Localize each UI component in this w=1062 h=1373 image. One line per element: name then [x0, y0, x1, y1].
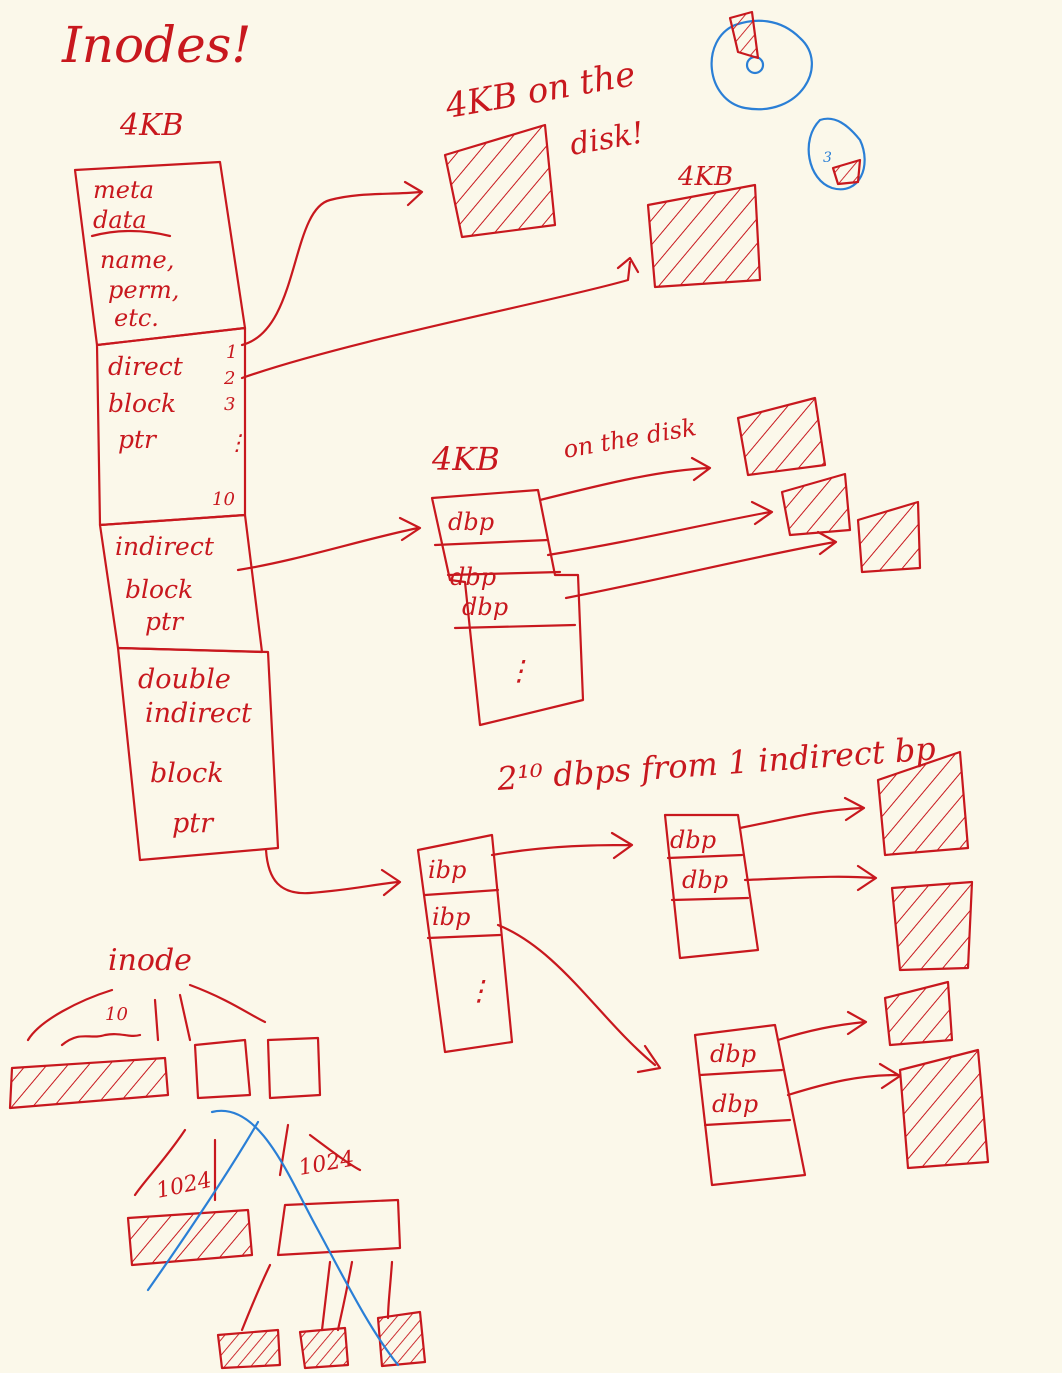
direct-index-10: 10 [212, 489, 235, 510]
leaf-block-3 [883, 980, 954, 1047]
indirect-slot-dots: ⋮ [505, 654, 533, 687]
arrow-dbp-3 [564, 530, 838, 600]
disk-platter-1-icon [710, 10, 813, 111]
indirect-block-note: on the disk [561, 413, 698, 464]
arrow-ibp-1 [490, 831, 634, 860]
indirect-label-2: block [125, 575, 193, 604]
sub2-slot-2: dbp [712, 1090, 758, 1118]
direct-index-dots: ⋮ [226, 431, 248, 456]
double-slot-dots: ⋮ [465, 974, 493, 1007]
double-indirect-block: ibp ibp ⋮ [416, 833, 514, 1054]
arrow-double-indirect [264, 848, 402, 897]
blue-cross-out-line [210, 1109, 400, 1367]
direct-index-3: 3 [224, 394, 235, 415]
tree-count-10-brace [60, 1033, 142, 1047]
sub-indirect-block-2: dbp dbp [693, 1023, 807, 1187]
page-title: Inodes! [61, 16, 251, 74]
inode-metadata-section: meta data name, perm, etc. [73, 160, 247, 347]
leaf-block-2 [890, 880, 974, 972]
direct-label-3: ptr [118, 425, 158, 454]
tree-leaf-block-1 [216, 1328, 282, 1370]
leaf-block-1 [876, 750, 970, 857]
metadata-line-perm: perm, [108, 276, 179, 304]
tree-count-10: 10 [105, 1004, 128, 1025]
data-block-2-label: 4KB [677, 162, 733, 192]
inode-double-indirect-section: double indirect block ptr [116, 646, 280, 862]
double-label-4: ptr [172, 808, 215, 839]
arrow-dbp-1 [538, 456, 712, 502]
arrow-ibp-2 [496, 923, 662, 1074]
metadata-underline [90, 229, 172, 238]
data-block-1 [443, 123, 557, 239]
indirect-block-size-label: 4KB [431, 440, 500, 478]
tree-indirect-node [193, 1038, 252, 1100]
disk-platter-2-icon: 3 [807, 117, 866, 191]
direct-index-2: 2 [223, 368, 235, 389]
direct-label-2: block [108, 389, 176, 418]
metadata-heading-1: meta [93, 176, 154, 204]
indirect-label-3: ptr [145, 607, 185, 636]
indirect-data-block-2 [780, 472, 852, 537]
sub-indirect-block-1: dbp dbp [663, 813, 760, 960]
indirect-data-block-1 [736, 396, 827, 477]
platter-2-label: 3 [823, 150, 832, 166]
tree-count-1024-b: 1024 [297, 1147, 356, 1181]
double-slot-2: ibp [432, 903, 470, 931]
sub1-slot-2: dbp [682, 866, 728, 894]
tree-leaf-block-3 [376, 1310, 427, 1368]
sub1-slot-1: dbp [670, 826, 716, 854]
indirect-data-block-3 [856, 500, 922, 574]
tree-indirect-blocks-strip [276, 1198, 402, 1257]
tree-leaf-branches [240, 1260, 394, 1332]
dbp-count-note: 2¹⁰ dbps from 1 indirect bp [495, 729, 937, 798]
inode-indirect-section: indirect block ptr [98, 513, 264, 654]
double-label-1: double [138, 664, 231, 695]
sub2-slot-1: dbp [710, 1040, 756, 1068]
tree-data-blocks-strip [126, 1208, 254, 1267]
indirect-slot-2: dbp [450, 563, 496, 591]
leaf-block-4 [898, 1048, 990, 1170]
tree-double-indirect-node [266, 1036, 322, 1100]
tree-root-label: inode [108, 943, 192, 978]
direct-index-1: 1 [226, 342, 237, 363]
tree-leaf-block-2 [298, 1326, 350, 1370]
metadata-line-etc: etc. [114, 304, 159, 332]
tree-indirect-branches [133, 1123, 362, 1202]
disk-label-line-2: disk! [567, 115, 646, 162]
arrow-direct-2 [240, 256, 640, 380]
inode-size-label: 4KB [119, 108, 184, 143]
direct-blocks-strip [8, 1056, 170, 1110]
double-slot-1: ibp [428, 856, 466, 884]
arrow-leaf-1 [738, 796, 866, 830]
arrow-leaf-2 [743, 864, 878, 892]
arrow-indirect [236, 516, 422, 572]
indirect-slot-3: dbp [462, 593, 508, 621]
indirect-label-1: indirect [115, 532, 215, 561]
indirect-slot-1: dbp [448, 508, 494, 536]
arrow-direct-1 [240, 180, 424, 347]
double-label-2: indirect [145, 698, 252, 729]
blue-cross-out-line-2 [146, 1120, 260, 1292]
tree-branches [26, 983, 267, 1042]
double-label-3: block [150, 758, 224, 789]
metadata-line-name: name, [100, 246, 174, 274]
metadata-heading-2: data [93, 206, 147, 234]
indirect-block: dbp dbp dbp ⋮ [430, 488, 585, 727]
direct-label-1: direct [108, 352, 184, 381]
data-block-2 [646, 183, 762, 289]
arrow-leaf-4 [786, 1062, 902, 1097]
inode-direct-section: direct block ptr 1 2 3 ⋮ 10 [95, 326, 248, 527]
arrow-dbp-2 [546, 500, 774, 557]
tree-count-1024-a: 1024 [154, 1168, 214, 1204]
arrow-leaf-3 [776, 1010, 868, 1042]
disk-label-line-1: 4KB on the [442, 54, 639, 127]
